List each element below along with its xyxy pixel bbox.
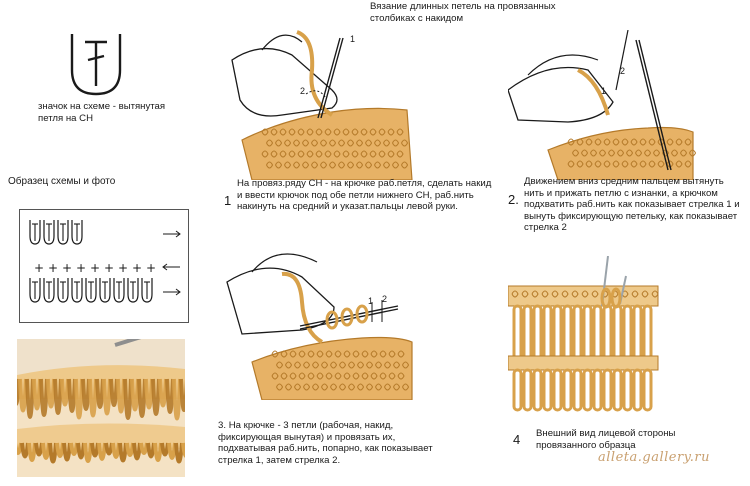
step-4-illustration [508, 256, 672, 416]
scheme-plus-mark: + [132, 261, 142, 275]
scheme-symbol-icon [99, 278, 111, 303]
scheme-symbol-icon [127, 278, 139, 303]
step3-arrow-label-2: 2 [382, 294, 387, 304]
row-direction-arrow-icon [162, 263, 180, 271]
step-1-illustration: 1 2 [222, 20, 422, 180]
elongated-loop-symbol-icon [70, 34, 122, 96]
scheme-chart-svg: + + + + + + + + + [29, 220, 181, 303]
arrow-label-2: 2 [300, 86, 305, 96]
step-3-number: 3. [218, 420, 227, 431]
legend-symbol-box [68, 30, 124, 98]
scheme-plus-mark: + [76, 261, 86, 275]
scheme-symbol-icon [29, 220, 41, 245]
scheme-symbol-icon [113, 278, 125, 303]
scheme-symbol-icon [85, 278, 97, 303]
scheme-symbol-icon [71, 220, 83, 245]
step-2-text: Движением вниз средним пальцем вытянуть … [524, 176, 740, 233]
scheme-plus-mark: + [146, 261, 156, 275]
scheme-plus-mark: + [62, 261, 72, 275]
step-1-text: На провяз.ряду СН - на крючке раб.петля,… [237, 178, 492, 212]
scheme-symbol-icon [57, 220, 69, 245]
scheme-chart: + + + + + + + + + [19, 209, 189, 323]
scheme-symbol-icon [43, 220, 55, 245]
step-3-text: 3. На крючке - 3 петли (рабочая, накид, … [218, 420, 438, 466]
step2-arrow-label-1: 1 [601, 86, 606, 96]
scheme-plus-mark: + [104, 261, 114, 275]
row-direction-arrow-icon [163, 288, 181, 296]
sample-heading: Образец схемы и фото [8, 176, 116, 187]
scheme-symbol-icon [29, 278, 41, 303]
step-2-number: 2. [508, 192, 519, 207]
scheme-plus-mark: + [118, 261, 128, 275]
scheme-plus-mark: + [34, 261, 44, 275]
step3-arrow-label-1: 1 [368, 296, 373, 306]
step-3-body: На крючке - 3 петли (рабочая, накид, фик… [218, 420, 433, 466]
scheme-symbol-icon [43, 278, 55, 303]
scheme-plus-mark: + [48, 261, 58, 275]
step-4-number: 4 [513, 432, 521, 447]
scheme-symbol-icon [71, 278, 83, 303]
row-direction-arrow-icon [163, 230, 181, 238]
legend-caption: значок на схеме - вытянутая петля на СН [38, 101, 166, 124]
sample-photo-svg [17, 339, 185, 477]
step-3-illustration: 1 2 [222, 242, 422, 400]
scheme-plus-mark: + [90, 261, 100, 275]
scheme-symbol-icon [141, 278, 153, 303]
step-4-text: Внешний вид лицевой стороны провязанного… [536, 428, 676, 451]
step-1-number: 1 [224, 193, 232, 208]
step2-arrow-label-2: 2 [620, 66, 625, 76]
step-2-illustration: 1 2 [508, 30, 698, 180]
sample-photo [17, 339, 185, 477]
page-title: Вязание длинных петель на провязанных ст… [370, 1, 556, 24]
watermark-text: alleta.gallery.ru [598, 450, 710, 465]
arrow-label-1: 1 [350, 34, 355, 44]
scheme-symbol-icon [57, 278, 69, 303]
